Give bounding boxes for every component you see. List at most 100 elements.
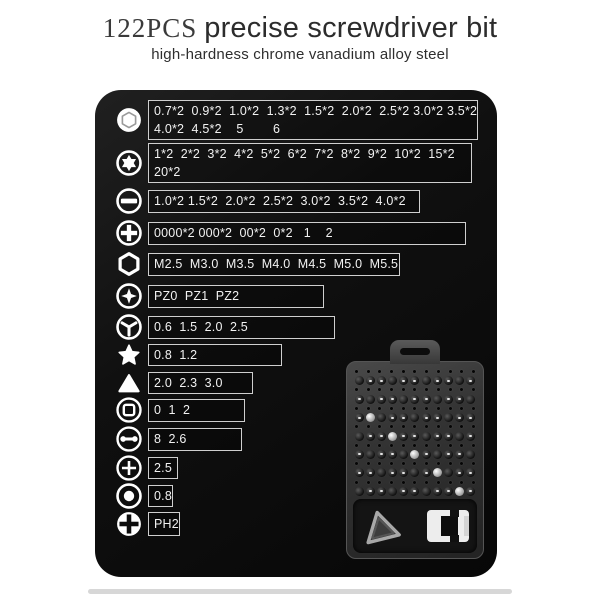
bit-hole (413, 370, 417, 373)
bit-hole (413, 480, 417, 484)
hex-outline-icon (116, 251, 142, 277)
bit-hole (471, 462, 475, 466)
bit-hole (448, 406, 452, 410)
bit-hole (401, 462, 405, 466)
subtitle: high-hardness chrome vanadium alloy stee… (151, 46, 449, 63)
bit-hole (378, 462, 382, 466)
bit-hole (448, 425, 452, 429)
bit-hole (378, 370, 382, 373)
size-line: 2.0 2.3 3.0 (154, 375, 223, 390)
size-box: 0.7*2 0.9*2 1.0*2 1.3*2 1.5*2 2.0*2 2.5*… (148, 100, 478, 140)
hole-row (353, 370, 477, 373)
bit-slot (366, 468, 376, 478)
bit-slot (355, 449, 364, 459)
bit-slot (454, 413, 464, 423)
cross-icon (116, 455, 142, 481)
bit-slot (410, 431, 420, 441)
bit-slot (465, 486, 475, 496)
bit-slot (454, 431, 464, 441)
bits-row (353, 468, 477, 478)
bit-hole (401, 443, 405, 447)
bit-row: 0.6 1.5 2.0 2.5 (116, 314, 335, 340)
bit-slot (399, 449, 409, 459)
size-line: 1.0*2 1.5*2 2.0*2 2.5*2 3.0*2 3.5*2 4.0*… (154, 193, 406, 208)
bit-slot (355, 376, 364, 386)
bit-hole (378, 480, 382, 484)
bit-row: M2.5 M3.0 M3.5 M4.0 M4.5 M5.0 M5.5 (116, 251, 400, 277)
bit-hole (448, 370, 452, 373)
title-line: 122PCS precise screwdriver bit (0, 12, 600, 45)
hanger-slot (400, 348, 430, 355)
bit-slot (465, 376, 475, 386)
case-body (346, 361, 484, 559)
bit-hole (425, 425, 429, 429)
bit-slot (377, 486, 387, 496)
size-box: 0 1 2 (148, 398, 245, 422)
bit-slot (454, 394, 464, 404)
bit-slot (388, 468, 398, 478)
bit-hole (390, 425, 394, 429)
bit-slot (421, 376, 431, 386)
bit-hole (366, 425, 370, 429)
size-box: 1.0*2 1.5*2 2.0*2 2.5*2 3.0*2 3.5*2 4.0*… (148, 189, 420, 213)
bit-hole (355, 443, 358, 447)
bit-slot (366, 449, 376, 459)
bit-slot (421, 449, 431, 459)
bit-hole (471, 388, 475, 392)
bit-slot (355, 413, 364, 423)
bit-hole (471, 425, 475, 429)
bit-hole (413, 425, 417, 429)
bit-slot (410, 486, 420, 496)
bit-hole (378, 388, 382, 392)
bit-slot (399, 431, 409, 441)
square-socket-icon (116, 397, 142, 423)
bit-slot (421, 468, 431, 478)
size-line: 0.8 1.2 (154, 347, 198, 362)
bit-hole (401, 480, 405, 484)
bit-slot (377, 376, 387, 386)
bit-slot (399, 376, 409, 386)
bit-hole (425, 480, 429, 484)
bit-hole (471, 480, 475, 484)
bit-slot (366, 394, 376, 404)
bit-row: PH2 (116, 511, 180, 537)
bit-hole (471, 406, 475, 410)
dot-icon (116, 483, 142, 509)
bit-slot (388, 394, 398, 404)
bit-hole (448, 462, 452, 466)
size-line: 2.5 (154, 460, 172, 475)
bit-hole (366, 388, 370, 392)
bit-slot (377, 394, 387, 404)
phillips-icon (116, 220, 142, 246)
bit-slot (432, 468, 442, 478)
bit-hole (448, 480, 452, 484)
bit-hole (460, 443, 464, 447)
bit-slot (388, 449, 398, 459)
bit-hole (413, 388, 417, 392)
bit-hole (378, 406, 382, 410)
bit-slot (443, 431, 453, 441)
size-line: 4.0*2 4.5*2 5 6 (154, 122, 281, 136)
bit-slot (443, 394, 453, 404)
bit-slot (388, 486, 398, 496)
size-box: 0.8 1.2 (148, 344, 282, 366)
bits-row (353, 449, 477, 459)
bit-hole (460, 406, 464, 410)
size-line: 8 2.6 (154, 431, 187, 446)
bit-slot (454, 449, 464, 459)
bit-hole (366, 462, 370, 466)
bit-slot (432, 394, 442, 404)
bit-hole (355, 480, 358, 484)
triwing-icon (116, 314, 142, 340)
bit-hole (460, 480, 464, 484)
pozidriv-icon (116, 283, 142, 309)
bit-slot (432, 413, 442, 423)
bit-hole (366, 406, 370, 410)
bit-hole (401, 370, 405, 373)
size-line: 0 1 2 (154, 402, 191, 417)
bit-hole (460, 370, 464, 373)
bit-slot (421, 431, 431, 441)
torx-icon (116, 150, 142, 176)
bit-slot (432, 449, 442, 459)
bit-hole (448, 388, 452, 392)
